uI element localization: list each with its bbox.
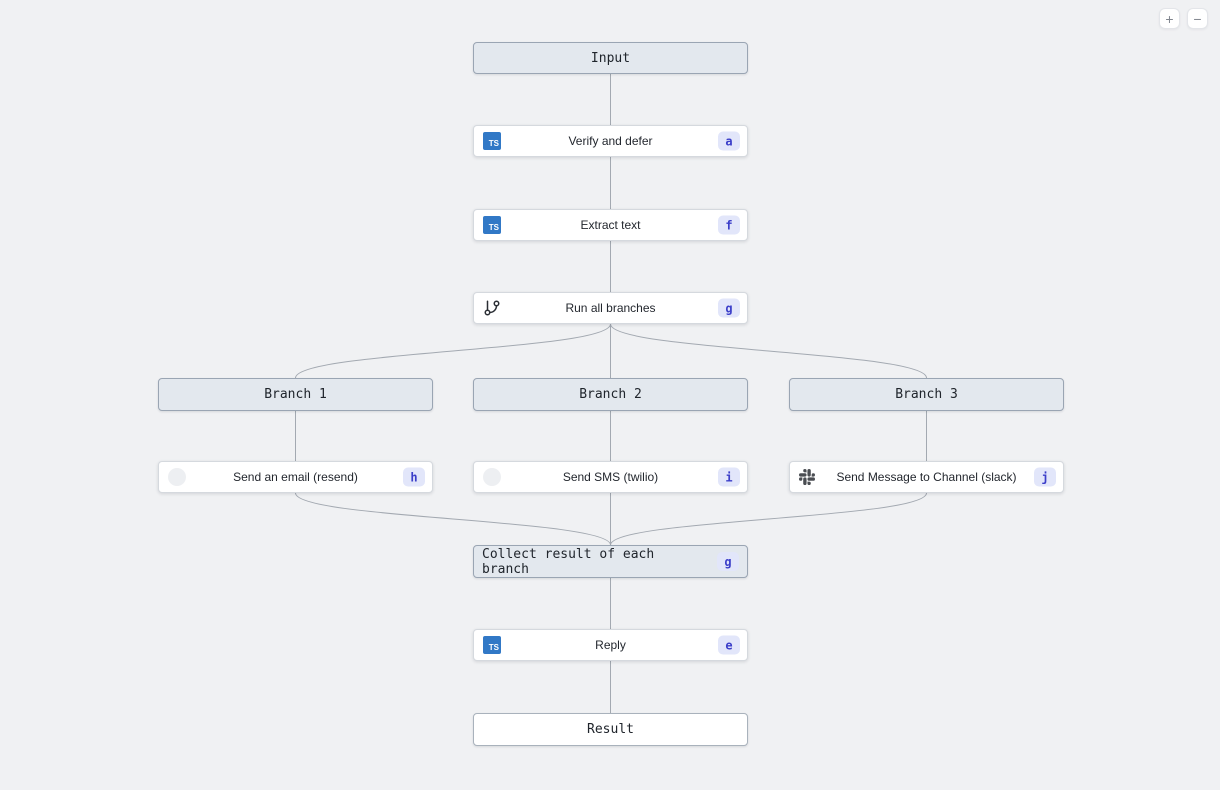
node-label: Branch 1 bbox=[264, 387, 327, 402]
node-collect-result[interactable]: Collect result of each branch g bbox=[473, 545, 748, 578]
node-label: Input bbox=[590, 50, 631, 66]
node-label: Send Message to Channel (slack) bbox=[836, 470, 1017, 484]
node-branch-3[interactable]: Branch 3 bbox=[789, 378, 1064, 411]
node-badge: a bbox=[718, 131, 740, 151]
node-send-message-slack[interactable]: Send Message to Channel (slack) j bbox=[789, 461, 1064, 493]
node-label: Extract text bbox=[580, 218, 641, 232]
zoom-in-button[interactable]: + bbox=[1159, 8, 1180, 29]
zoom-controls: + − bbox=[1159, 8, 1208, 29]
typescript-icon: TS bbox=[483, 636, 501, 654]
node-result[interactable]: Result bbox=[473, 713, 748, 746]
node-label: Result bbox=[587, 722, 634, 737]
node-badge: g bbox=[718, 298, 740, 318]
node-badge: f bbox=[718, 215, 740, 235]
zoom-out-button[interactable]: − bbox=[1187, 8, 1208, 29]
typescript-icon: TS bbox=[483, 216, 501, 234]
node-label: Collect result of each branch bbox=[482, 546, 655, 577]
resend-placeholder-icon bbox=[168, 468, 186, 486]
node-label: Verify and defer bbox=[568, 134, 653, 148]
edge-run-branch1 bbox=[295, 323, 611, 379]
node-branch-1[interactable]: Branch 1 bbox=[158, 378, 433, 411]
node-badge: h bbox=[403, 467, 425, 487]
node-extract-text[interactable]: TS Extract text f bbox=[473, 209, 748, 241]
edge-run-branch3 bbox=[610, 323, 927, 379]
node-verify-and-defer[interactable]: TS Verify and defer a bbox=[473, 125, 748, 157]
node-input[interactable]: Input bbox=[473, 42, 748, 74]
node-label: Reply bbox=[595, 638, 626, 652]
node-send-sms-twilio[interactable]: Send SMS (twilio) i bbox=[473, 461, 748, 493]
node-branch-2[interactable]: Branch 2 bbox=[473, 378, 748, 411]
edge-email-collect bbox=[295, 492, 611, 546]
node-label: Send an email (resend) bbox=[233, 470, 358, 484]
edge-slack-collect bbox=[610, 492, 927, 546]
node-badge: g bbox=[717, 552, 739, 571]
node-label: Branch 2 bbox=[579, 387, 642, 402]
node-badge: j bbox=[1034, 467, 1056, 487]
slack-icon bbox=[799, 469, 815, 485]
twilio-placeholder-icon bbox=[483, 468, 501, 486]
node-reply[interactable]: TS Reply e bbox=[473, 629, 748, 661]
node-send-email-resend[interactable]: Send an email (resend) h bbox=[158, 461, 433, 493]
node-run-all-branches[interactable]: Run all branches g bbox=[473, 292, 748, 324]
node-label: Branch 3 bbox=[895, 387, 958, 402]
git-branch-icon bbox=[483, 299, 501, 317]
typescript-icon: TS bbox=[483, 132, 501, 150]
node-label: Run all branches bbox=[565, 301, 656, 315]
node-label: Send SMS (twilio) bbox=[562, 470, 659, 484]
node-badge: e bbox=[718, 635, 740, 655]
node-badge: i bbox=[718, 467, 740, 487]
